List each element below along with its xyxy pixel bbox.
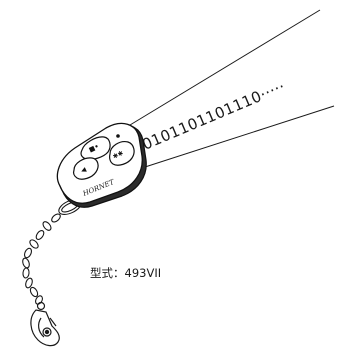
chain-link bbox=[29, 239, 39, 249]
lock-icon: ■• bbox=[87, 142, 100, 154]
chain-link bbox=[24, 247, 32, 259]
star-icon: ✱✱ bbox=[111, 149, 124, 161]
signal-beam bbox=[129, 9, 335, 168]
chain-link bbox=[35, 295, 43, 305]
chain-link bbox=[29, 286, 39, 298]
chain-link bbox=[42, 221, 52, 231]
beam-lower-line bbox=[144, 105, 335, 168]
chain-link bbox=[22, 257, 30, 269]
chain-link bbox=[25, 277, 33, 289]
chain-link bbox=[35, 230, 45, 240]
key-chain bbox=[22, 199, 82, 305]
lobster-clasp bbox=[30, 301, 60, 347]
trunk-icon: ◀ bbox=[79, 165, 87, 174]
remote-button-trunk[interactable]: ◀ bbox=[73, 157, 99, 180]
beam-upper-line bbox=[129, 9, 321, 126]
remote-control: ■• ✱✱ ◀ HORNET bbox=[56, 122, 147, 208]
chain-link bbox=[22, 267, 30, 279]
chain-link bbox=[51, 213, 61, 223]
signal-bits: 0101101101110····· bbox=[140, 77, 288, 153]
remote-button-lock[interactable]: ■• bbox=[80, 136, 111, 161]
model-caption: 型式：493VII bbox=[90, 266, 161, 280]
remote-button-star[interactable]: ✱✱ bbox=[109, 141, 135, 166]
led-indicator bbox=[116, 134, 120, 138]
